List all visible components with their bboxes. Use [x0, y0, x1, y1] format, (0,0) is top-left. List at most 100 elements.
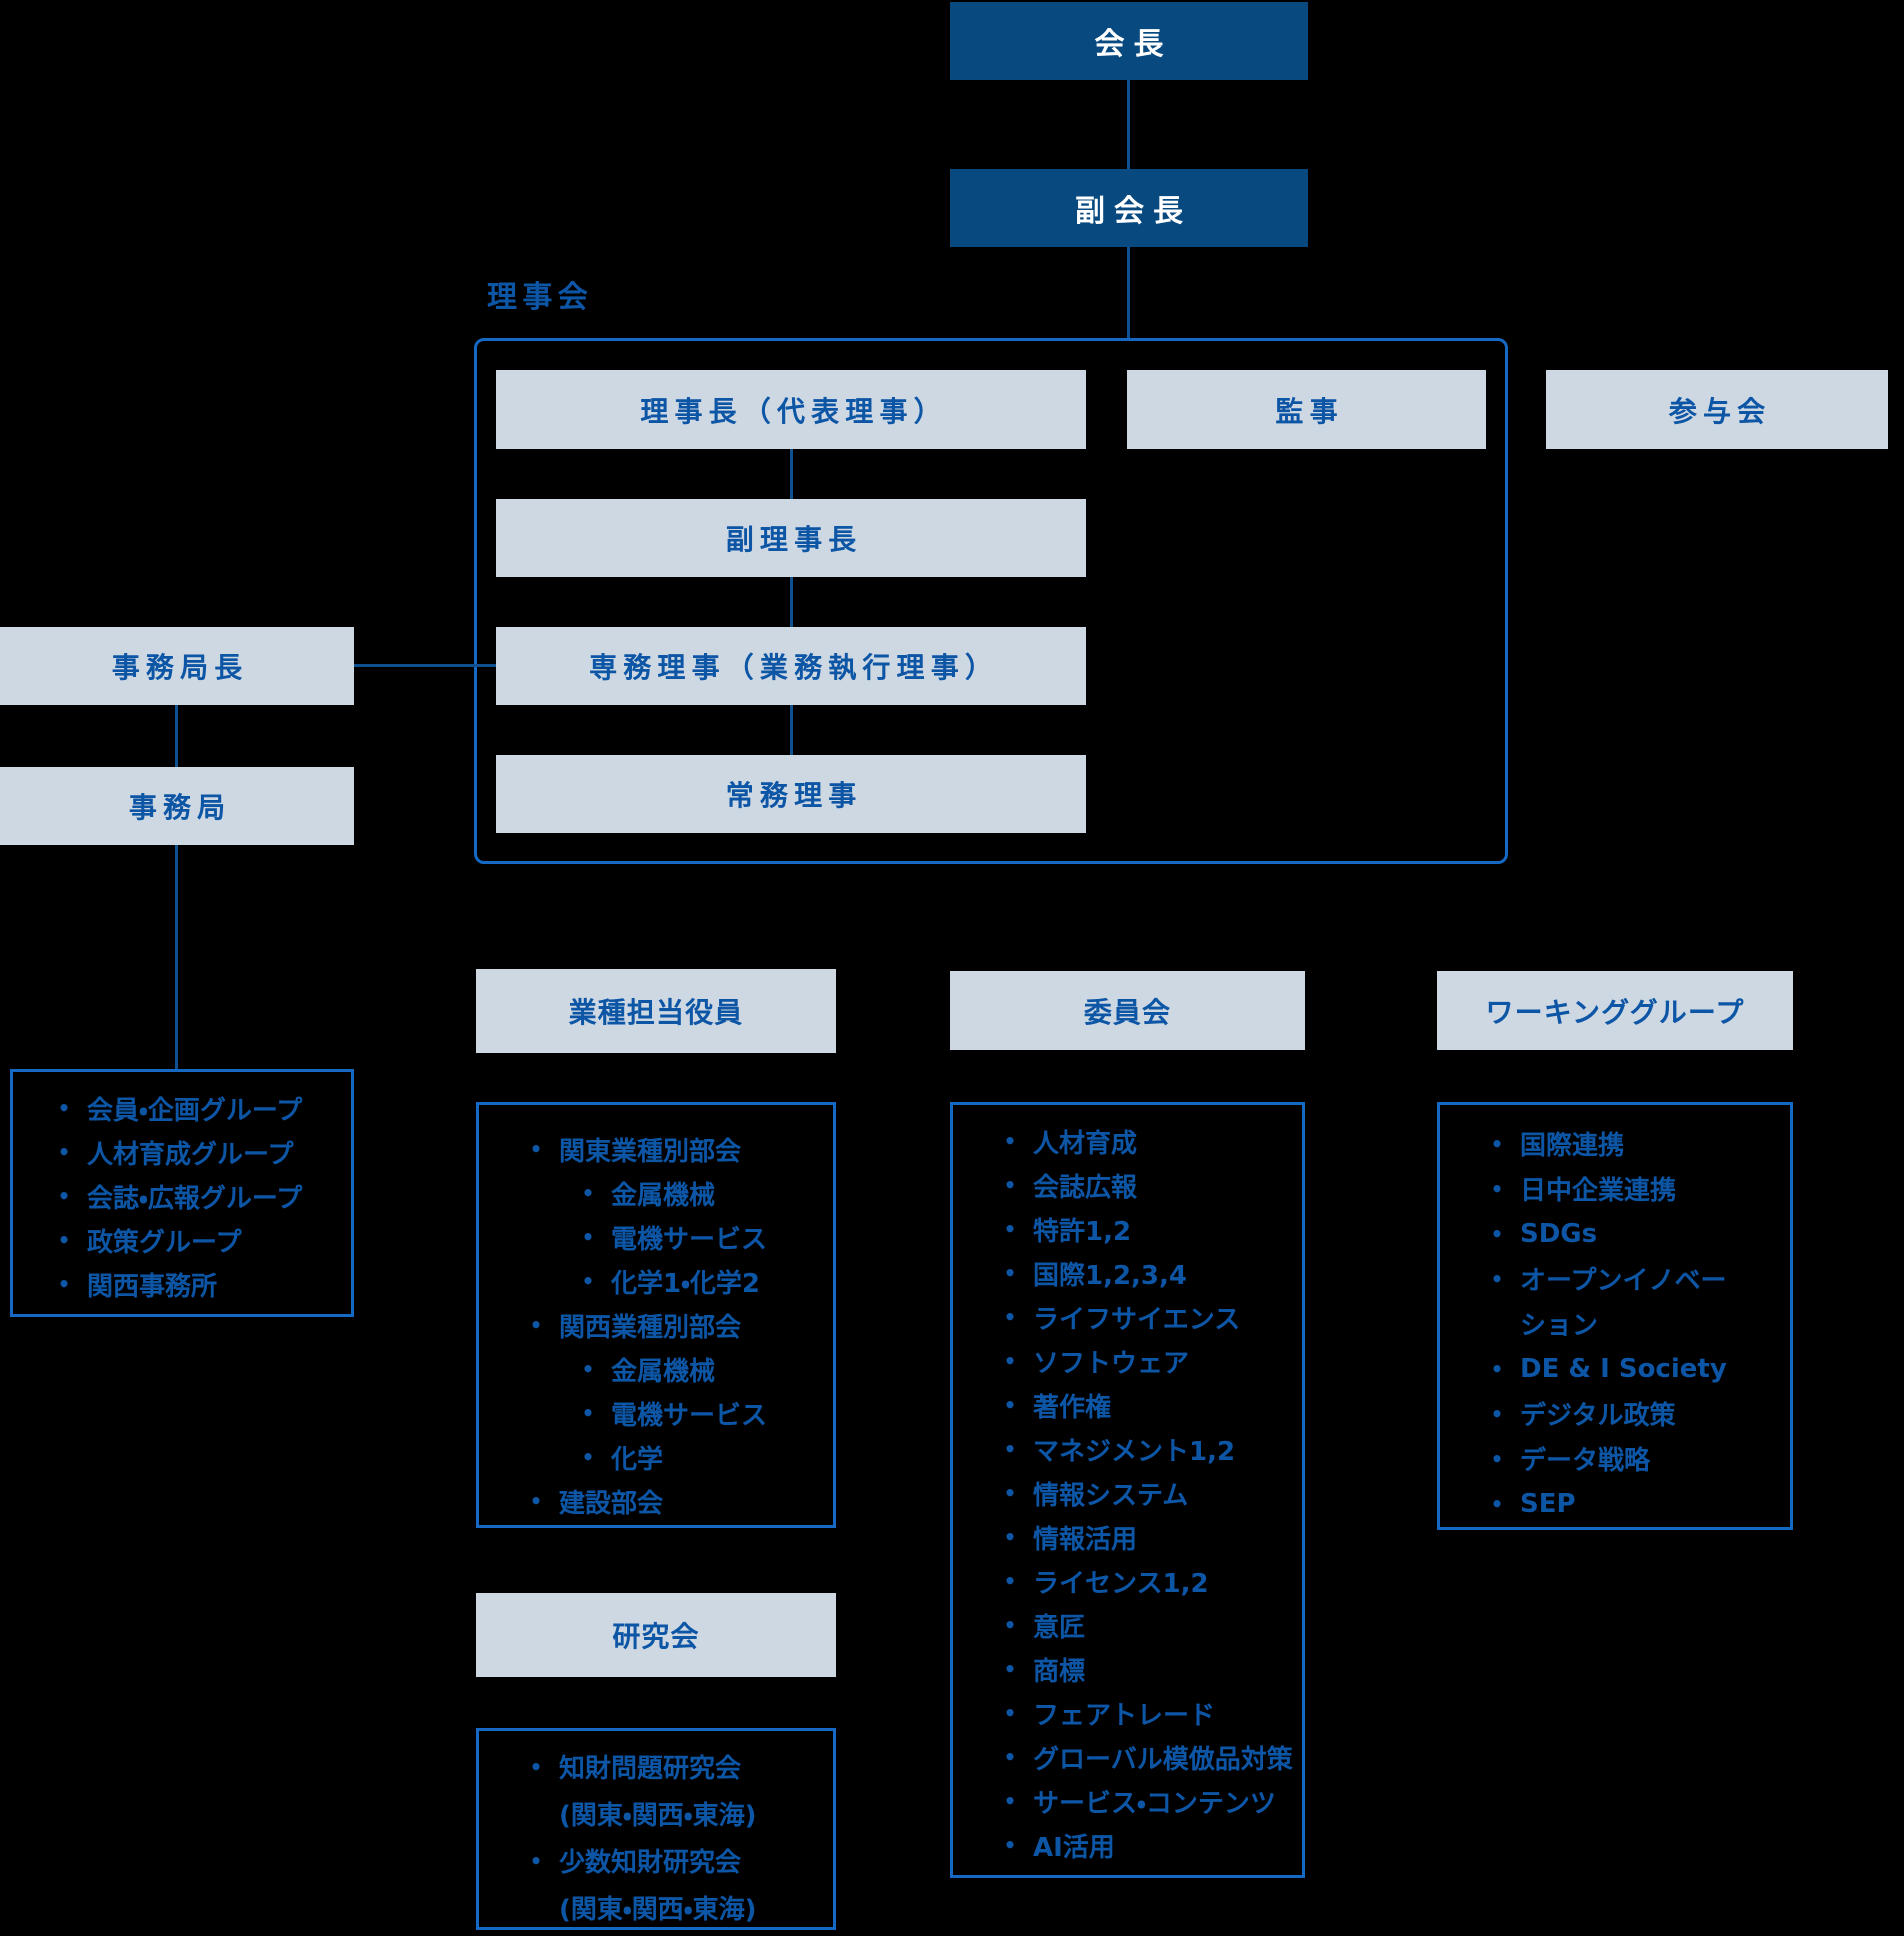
list-item: • 関西事務所	[41, 1262, 351, 1306]
list-item-text: データ戦略	[1520, 1446, 1651, 1476]
list-item-text: フェアトレード	[1033, 1700, 1216, 1731]
list-item-text: 化学	[611, 1444, 664, 1475]
list-item: •電機サービス	[565, 1215, 833, 1259]
bullet-icon: •	[529, 1754, 543, 1779]
committees-label: 委員会	[1083, 995, 1172, 1029]
list-item-text: 建設部会	[559, 1488, 664, 1519]
connector-vice-board	[1127, 247, 1130, 338]
bullet-icon: •	[57, 1228, 71, 1252]
list-item: •関西業種別部会	[513, 1303, 833, 1347]
connector-secretariat-executive	[354, 664, 496, 667]
bullet-icon: •	[57, 1140, 71, 1164]
list-item-text: 情報システム	[1033, 1480, 1189, 1511]
bullet-icon: •	[1003, 1569, 1017, 1593]
list-item: •化学	[565, 1435, 833, 1479]
list-item: •SEP	[1474, 1481, 1790, 1526]
bullet-icon: •	[1490, 1176, 1504, 1201]
vice-chairman-box: 副会長	[950, 169, 1308, 247]
auditor-label: 監事	[1275, 394, 1344, 428]
list-item-text: ソフトウェア	[1033, 1348, 1190, 1379]
list-item-text: 日中企業連携	[1520, 1176, 1677, 1206]
list-item-text: 国際1,2,3,4	[1033, 1260, 1187, 1291]
bullet-icon: •	[1490, 1221, 1504, 1246]
list-item-text: ション	[1520, 1311, 1599, 1341]
bullet-icon: •	[581, 1269, 595, 1293]
list-item-text: DE & I Society	[1520, 1353, 1727, 1384]
list-item-text: 商標	[1033, 1656, 1086, 1687]
list-item: • 日中企業連携	[1474, 1166, 1790, 1211]
president-label: 理事長（代表理事）	[640, 394, 948, 428]
list-item-text: デジタル政策	[1520, 1401, 1676, 1431]
list-item-text: グローバル模倣品対策	[1033, 1744, 1293, 1775]
chairman-label: 会長	[1094, 27, 1173, 62]
connector-vp-executive	[790, 577, 793, 627]
list-item-text: マネジメント1,2	[1033, 1436, 1236, 1467]
list-item-text: 政策グループ	[87, 1227, 242, 1258]
vice-president-box: 副理事長	[496, 499, 1086, 577]
list-item-text: (関東・関西・東海)	[559, 1801, 757, 1831]
list-item-text: 関西事務所	[87, 1271, 218, 1302]
working-groups-list: •国際連携 • 日中企業連携 • SDGs • オープンイノベーション • DE & I Soc…	[1437, 1102, 1793, 1530]
managing-director-label: 常務理事	[725, 779, 863, 812]
bullet-icon: •	[1490, 1446, 1504, 1471]
working-groups-header: ワーキンググループ	[1437, 971, 1793, 1050]
connector-chairman-vice	[1127, 80, 1130, 169]
list-item-text: オープンイノベー	[1520, 1266, 1727, 1296]
secretariat-office-box: 事務局	[0, 767, 354, 845]
list-item: • 国際1,2,3,4	[987, 1251, 1302, 1295]
list-item: • 政策グループ	[41, 1218, 351, 1262]
bullet-icon: •	[1490, 1266, 1504, 1291]
list-item-text: 金属機械	[611, 1180, 716, 1211]
list-item-text: ライセンス1,2	[1033, 1568, 1209, 1599]
advisory-council-box: 参与会	[1546, 370, 1888, 449]
list-item: •商標	[987, 1647, 1302, 1691]
president-box: 理事長（代表理事）	[496, 370, 1086, 449]
bullet-icon: •	[1490, 1356, 1504, 1381]
list-item-text: SDGs	[1520, 1218, 1598, 1249]
connector-president-vp	[790, 449, 793, 499]
list-item: •化学1・化学2	[565, 1259, 833, 1303]
list-item-text: 会誌・広報グループ	[87, 1183, 303, 1214]
bullet-icon: •	[1003, 1745, 1017, 1769]
industry-officers-label: 業種担当役員	[568, 996, 744, 1029]
connector-director-office	[175, 705, 178, 767]
list-item-text: 少数知財研究会	[559, 1848, 742, 1878]
bullet-icon: •	[1003, 1349, 1017, 1373]
bullet-icon: •	[529, 1137, 543, 1161]
study-groups-label: 研究会	[612, 1620, 700, 1653]
auditor-box: 監事	[1127, 370, 1486, 449]
list-item-text: 情報活用	[1033, 1524, 1138, 1555]
list-item: • グローバル模倣品対策	[987, 1735, 1302, 1779]
list-item: •知財問題研究会(関東・関西・東海)	[513, 1743, 833, 1837]
bullet-icon: •	[1003, 1305, 1017, 1329]
bullet-icon: •	[529, 1489, 543, 1513]
list-item-text: 電機サービス	[611, 1224, 768, 1255]
list-item-text: SEP	[1520, 1488, 1576, 1519]
list-item: •電機サービス	[565, 1391, 833, 1435]
secretariat-groups-list: •会員・企画グループ•人材育成グループ•会誌・広報グループ•政策グループ•関西事…	[10, 1069, 354, 1317]
executive-director-label: 専務理事（業務執行理事）	[589, 651, 1000, 684]
list-item-text: AI活用	[1033, 1832, 1115, 1863]
list-item: •意匠	[987, 1603, 1302, 1647]
executive-director-box: 専務理事（業務執行理事）	[496, 627, 1086, 705]
bullet-icon: •	[57, 1184, 71, 1208]
bullet-icon: •	[581, 1357, 595, 1381]
list-item-text: 関東業種別部会	[559, 1136, 742, 1167]
list-item: •デジタル政策	[1474, 1391, 1790, 1436]
advisory-council-label: 参与会	[1668, 394, 1772, 428]
bullet-icon: •	[57, 1272, 71, 1296]
bullet-icon: •	[1003, 1261, 1017, 1285]
chairman-box: 会長	[950, 2, 1308, 80]
list-item: •情報活用	[987, 1515, 1302, 1559]
bullet-icon: •	[529, 1313, 543, 1337]
secretariat-office-label: 事務局	[128, 791, 232, 824]
list-item-text: 特許1,2	[1033, 1216, 1132, 1247]
list-item: •フェアトレード	[987, 1691, 1302, 1735]
bullet-icon: •	[1003, 1833, 1017, 1857]
connector-office-groups	[175, 845, 178, 1069]
managing-director-box: 常務理事	[496, 755, 1086, 833]
list-item: •国際連携	[1474, 1121, 1790, 1166]
list-item: • AI活用	[987, 1823, 1302, 1867]
list-item: • オープンイノベーション	[1474, 1256, 1790, 1346]
